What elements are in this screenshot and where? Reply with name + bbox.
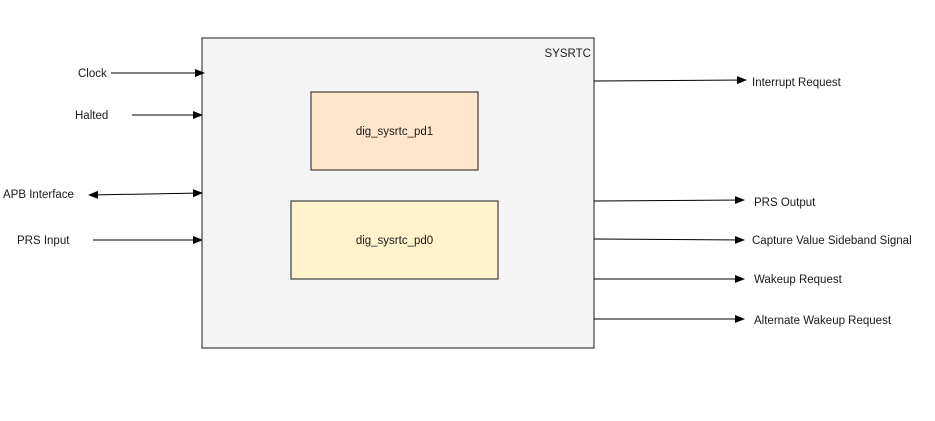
prs-output-arrow <box>593 196 745 205</box>
sysrtc-title: SYSRTC <box>545 48 591 60</box>
interrupt-request-arrow <box>593 76 747 85</box>
capture-value-label: Capture Value Sideband Signal <box>752 235 912 247</box>
wakeup-request-label: Wakeup Request <box>754 274 843 286</box>
prs-output-label: PRS Output <box>754 197 816 209</box>
apb-interface-arrow <box>88 189 203 199</box>
pd0-block <box>290 200 499 280</box>
clock-label: Clock <box>78 68 107 80</box>
sysrtc-block <box>201 37 595 349</box>
pd1-block <box>310 91 479 171</box>
interrupt-request-label: Interrupt Request <box>752 77 842 89</box>
capture-value-arrow <box>593 235 745 244</box>
halted-label: Halted <box>75 110 108 122</box>
alternate-wakeup-label: Alternate Wakeup Request <box>754 315 892 327</box>
pd0-label: dig_sysrtc_pd0 <box>356 235 433 247</box>
pd1-label: dig_sysrtc_pd1 <box>356 126 433 138</box>
apb-interface-label: APB Interface <box>3 189 74 201</box>
prs-input-label: PRS Input <box>17 235 70 247</box>
